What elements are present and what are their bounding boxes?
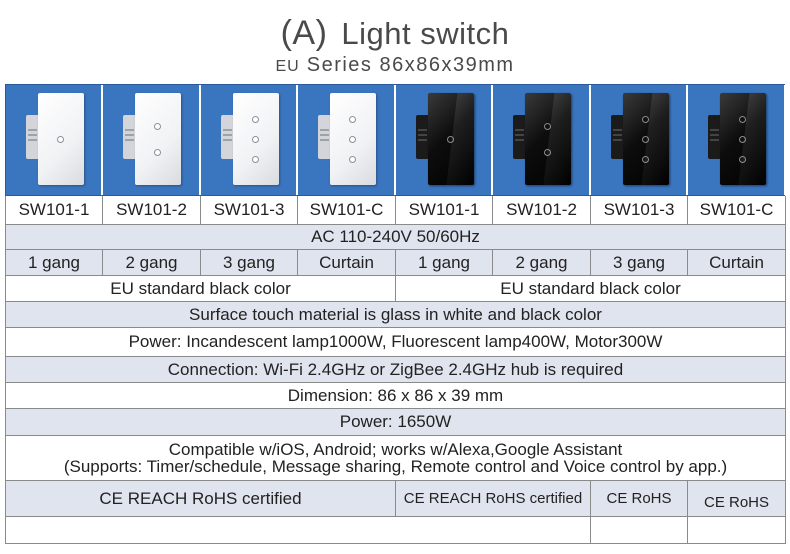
switch-side-icon (416, 115, 430, 159)
cert-cell-2: CE REACH RoHS certified (396, 481, 591, 517)
model-cell: SW101-C (688, 196, 786, 225)
title-text: Light switch (341, 16, 510, 51)
switch-panel-icon (525, 93, 571, 185)
voltage-cell: AC 110-240V 50/60Hz (6, 225, 786, 250)
cert-cell-3: CE RoHS (591, 481, 688, 517)
title-label: (A) (280, 14, 328, 52)
cert-cell-4: CE RoHS (688, 481, 786, 517)
touch-button-icon (154, 123, 161, 130)
compat-line-2: (Supports: Timer/schedule, Message shari… (63, 457, 728, 476)
switch-side-icon (513, 115, 527, 159)
surface-cell: Surface touch material is glass in white… (6, 302, 786, 328)
touch-button-icon (349, 136, 356, 143)
empty-cell-1 (6, 517, 591, 544)
standard-row: EU standard black color EU standard blac… (5, 276, 786, 302)
touch-button-icon (642, 116, 649, 123)
gang-cell: 1 gang (396, 250, 493, 276)
switch-panel-icon (330, 93, 376, 185)
empty-cell-3 (688, 517, 786, 544)
switch-side-icon (708, 115, 722, 159)
connection-row: Connection: Wi-Fi 2.4GHz or ZigBee 2.4GH… (5, 357, 786, 383)
touch-button-icon (739, 136, 746, 143)
gang-cell: Curtain (688, 250, 786, 276)
cert-row: CE REACH RoHS certified CE REACH RoHS ce… (5, 481, 786, 517)
touch-button-icon (544, 149, 551, 156)
switch-side-icon (318, 115, 332, 159)
product-photo (688, 85, 786, 195)
touch-button-icon (447, 136, 454, 143)
subtitle-text: Series 86x86x39mm (306, 54, 515, 76)
touch-button-icon (349, 116, 356, 123)
touch-button-icon (349, 156, 356, 163)
switch-panel-icon (135, 93, 181, 185)
gang-cell: 2 gang (493, 250, 591, 276)
model-cell: SW101-2 (103, 196, 201, 225)
touch-button-icon (544, 123, 551, 130)
gang-cell: 3 gang (201, 250, 298, 276)
switch-panel-icon (233, 93, 279, 185)
power-load-cell: Power: Incandescent lamp1000W, Fluoresce… (6, 328, 786, 357)
model-cell: SW101-2 (493, 196, 591, 225)
touch-button-icon (154, 149, 161, 156)
compat-line-1: Compatible w/iOS, Android; works w/Alexa… (168, 440, 623, 459)
gang-cell: 1 gang (6, 250, 103, 276)
product-photo (396, 85, 493, 195)
power-load-row: Power: Incandescent lamp1000W, Fluoresce… (5, 328, 786, 357)
standard-left-cell: EU standard black color (6, 276, 396, 302)
standard-right-cell: EU standard black color (396, 276, 786, 302)
switch-side-icon (26, 115, 40, 159)
product-photo (493, 85, 591, 195)
product-photo (591, 85, 688, 195)
switch-panel-icon (623, 93, 669, 185)
compat-cell: Compatible w/iOS, Android; works w/Alexa… (6, 436, 786, 481)
empty-cell-2 (591, 517, 688, 544)
dimension-row: Dimension: 86 x 86 x 39 mm (5, 383, 786, 409)
model-cell: SW101-1 (6, 196, 103, 225)
touch-button-icon (739, 156, 746, 163)
page-title: (A) Light switch (0, 14, 790, 53)
dimension-cell: Dimension: 86 x 86 x 39 mm (6, 383, 786, 409)
page-subtitle: EU Series 86x86x39mm (0, 54, 790, 77)
power-row: Power: 1650W (5, 409, 786, 436)
model-cell: SW101-1 (396, 196, 493, 225)
switch-panel-icon (720, 93, 766, 185)
touch-button-icon (642, 136, 649, 143)
connection-cell: Connection: Wi-Fi 2.4GHz or ZigBee 2.4GH… (6, 357, 786, 383)
product-photo (201, 85, 298, 195)
empty-row (5, 517, 786, 544)
touch-button-icon (252, 136, 259, 143)
touch-button-icon (252, 116, 259, 123)
model-cell: SW101-C (298, 196, 396, 225)
touch-button-icon (252, 156, 259, 163)
cert-cell-1: CE REACH RoHS certified (6, 481, 396, 517)
touch-button-icon (739, 116, 746, 123)
gang-cell: 2 gang (103, 250, 201, 276)
model-cell: SW101-3 (201, 196, 298, 225)
compat-row: Compatible w/iOS, Android; works w/Alexa… (5, 436, 786, 481)
switch-side-icon (221, 115, 235, 159)
product-photo (103, 85, 201, 195)
gang-cell: Curtain (298, 250, 396, 276)
power-cell: Power: 1650W (6, 409, 786, 436)
product-photo-row (5, 84, 786, 196)
voltage-row: AC 110-240V 50/60Hz (5, 225, 786, 250)
model-cell: SW101-3 (591, 196, 688, 225)
gang-cell: 3 gang (591, 250, 688, 276)
surface-row: Surface touch material is glass in white… (5, 302, 786, 328)
touch-button-icon (642, 156, 649, 163)
product-photo (298, 85, 396, 195)
switch-side-icon (611, 115, 625, 159)
product-photo (6, 85, 103, 195)
touch-button-icon (57, 136, 64, 143)
switch-side-icon (123, 115, 137, 159)
switch-panel-icon (428, 93, 474, 185)
switch-panel-icon (38, 93, 84, 185)
subtitle-eu: EU (275, 58, 300, 75)
